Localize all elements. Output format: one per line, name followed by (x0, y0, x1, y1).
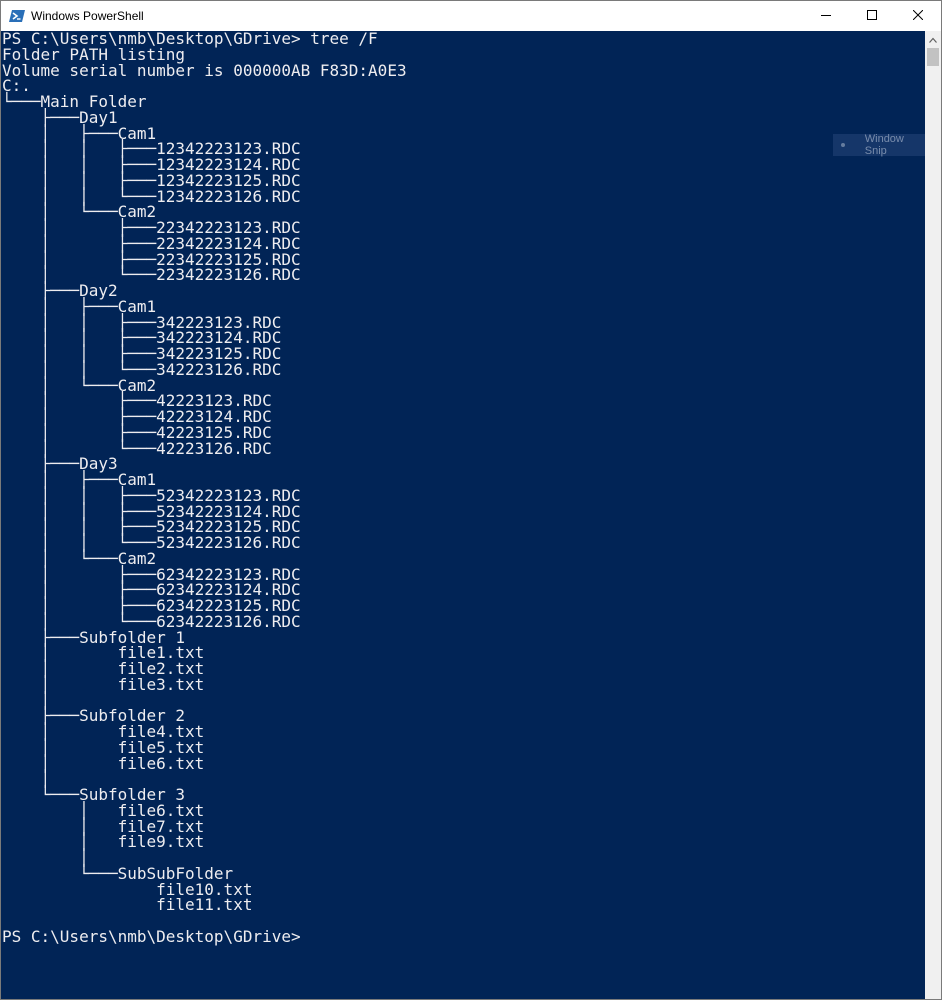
console-line: file10.txt (2, 879, 253, 899)
scroll-up-button[interactable] (925, 31, 941, 47)
console-line: │ │ └───342223126.RDC (2, 359, 282, 379)
console-line: │ file2.txt (2, 659, 205, 678)
console-line: file11.txt (2, 895, 253, 915)
console-line: ├───Day3 (2, 454, 118, 474)
chevron-up-icon (929, 30, 937, 48)
console-line: │ file6.txt (2, 753, 205, 773)
console-line: Volume serial number is 000000AB F83D:A0… (2, 60, 407, 80)
console-line: │ file9.txt (2, 832, 205, 852)
console-line: │ │ ├───12342223125.RDC (2, 170, 301, 190)
maximize-icon (867, 7, 877, 25)
vertical-scrollbar[interactable] (925, 31, 941, 999)
console-line: │ └───Cam2 (2, 202, 157, 222)
console-line: │ file3.txt (2, 674, 205, 694)
console-output[interactable]: PS C:\Users\nmb\Desktop\GDrive> tree /F … (1, 31, 925, 945)
close-icon (912, 7, 924, 25)
console-line: PS C:\Users\nmb\Desktop\GDrive> (2, 926, 301, 946)
title-bar[interactable]: Windows PowerShell (1, 1, 941, 31)
minimize-button[interactable] (803, 1, 849, 31)
scrollbar-thumb[interactable] (927, 48, 939, 66)
console-line: │ ├───42223125.RDC (2, 422, 272, 442)
console-line: │ ├───22342223123.RDC (2, 218, 301, 237)
console-line: │ │ ├───52342223124.RDC (2, 501, 301, 521)
maximize-button[interactable] (849, 1, 895, 31)
console-line: C:. (2, 76, 31, 96)
console-line: │ file5.txt (2, 737, 205, 757)
console-line: │ │ ├───12342223124.RDC (2, 155, 301, 174)
console-line: │ │ └───52342223126.RDC (2, 533, 301, 552)
console-line: │ file7.txt (2, 816, 205, 836)
console-line: │ ├───42223123.RDC (2, 391, 272, 411)
snip-label: Window Snip (864, 133, 904, 157)
console-line: │ │ ├───52342223125.RDC (2, 517, 301, 537)
console-line: Folder PATH listing (2, 44, 186, 64)
console-line: │ │ ├───342223123.RDC (2, 312, 282, 332)
console-line: │ │ ├───342223124.RDC (2, 328, 282, 348)
console-line: │ │ ├───52342223123.RDC (2, 485, 301, 505)
console-line: │ │ └───12342223126.RDC (2, 186, 301, 206)
console-line: ├───Day1 (2, 107, 118, 127)
console-line: │ └───22342223126.RDC (2, 265, 301, 285)
window-controls (803, 1, 941, 31)
console-line: │ ├───22342223124.RDC (2, 233, 301, 253)
console-line: │ ├───62342223123.RDC (2, 564, 301, 584)
console-line: │ ├───22342223125.RDC (2, 249, 301, 269)
console-line: │ └───42223126.RDC (2, 438, 272, 458)
console-line: │ ├───62342223125.RDC (2, 596, 301, 615)
console-line: │ file1.txt (2, 643, 205, 663)
window-snip-hint: Window Snip (833, 133, 925, 157)
console-line: ├───Subfolder 1 (2, 627, 186, 647)
console-line: │ ├───62342223124.RDC (2, 580, 301, 600)
console-line: │ ├───Cam1 (2, 123, 157, 143)
console-line: │ file6.txt (2, 800, 205, 820)
console-line: │ │ ├───342223125.RDC (2, 344, 282, 363)
console-line: └───Subfolder 3 (2, 785, 186, 804)
console-line: │ │ ├───12342223123.RDC (2, 139, 301, 159)
console-line: │ (2, 769, 51, 789)
console-line: ├───Subfolder 2 (2, 706, 186, 726)
console-line: │ └───62342223126.RDC (2, 611, 301, 631)
minimize-icon (821, 7, 831, 25)
powershell-icon (9, 8, 25, 24)
console-line: PS C:\Users\nmb\Desktop\GDrive> tree /F (2, 31, 378, 48)
console-line: └───Main Folder (2, 92, 147, 111)
console-line: │ file4.txt (2, 722, 205, 741)
console-line: │ (2, 848, 89, 867)
console-line: ├───Day2 (2, 281, 118, 300)
close-button[interactable] (895, 1, 941, 31)
window-title: Windows PowerShell (31, 9, 144, 23)
console-line: │ (2, 690, 51, 710)
console-area[interactable]: PS C:\Users\nmb\Desktop\GDrive> tree /F … (1, 31, 925, 999)
console-line: │ ├───Cam1 (2, 470, 157, 489)
console-line: │ ├───42223124.RDC (2, 407, 272, 426)
console-line: │ └───Cam2 (2, 548, 157, 568)
console-line: └───SubSubFolder (2, 863, 234, 883)
console-line: │ ├───Cam1 (2, 296, 157, 316)
console-line: │ └───Cam2 (2, 375, 157, 395)
snip-dot-icon (841, 143, 845, 147)
